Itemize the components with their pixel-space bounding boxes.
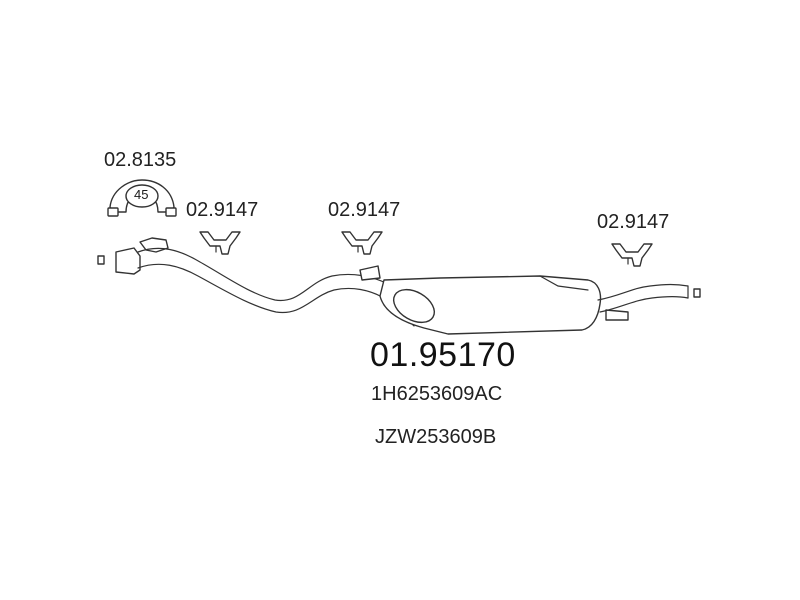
tail-pipe [597,283,701,313]
oem-number-2: JZW253609B [375,426,497,448]
rubber-hanger-icon-3 [611,243,653,267]
exhaust-pipe [137,247,425,327]
hanger-2-part-number: 02.9147 [328,199,401,221]
hanger-1-part-number: 02.9147 [186,199,259,221]
front-pipe-flange [97,237,169,275]
clamp-part-number: 02.8135 [104,149,177,171]
hanger-3-part-number: 02.9147 [597,211,670,233]
clamp-size-label: 45 [134,187,149,202]
rear-silencer-icon [359,265,629,335]
oem-number-1: 1H6253609AC [371,383,503,405]
main-part-number: 01.95170 [370,336,516,374]
rubber-hanger-icon-2 [341,231,383,255]
exhaust-clamp-icon [107,179,177,217]
rubber-hanger-icon-1 [199,231,241,255]
